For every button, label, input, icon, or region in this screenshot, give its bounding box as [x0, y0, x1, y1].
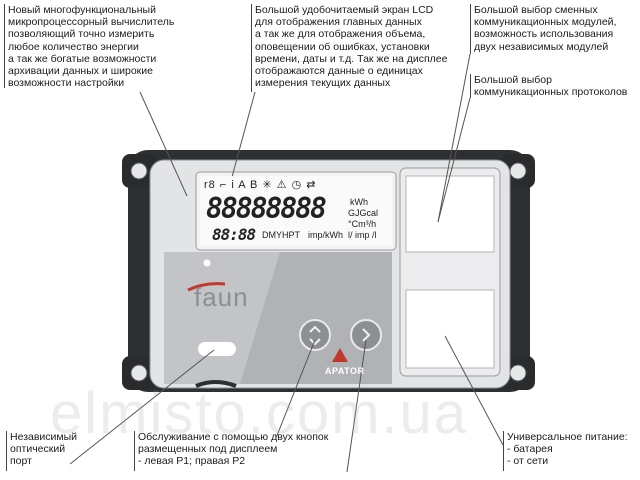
annotation-bar — [251, 4, 252, 92]
annotation-bar — [6, 431, 7, 471]
annotation-bar — [4, 4, 5, 88]
button-p2[interactable] — [350, 319, 382, 351]
apator-logo-icon — [332, 348, 348, 362]
up-down-arrows-icon — [309, 325, 321, 346]
leader-line — [437, 53, 471, 223]
housing-latch — [195, 380, 237, 388]
lcd-imp-l: l/ imp /l — [348, 230, 377, 240]
module-slot-1 — [405, 175, 495, 253]
lcd-display: r8 ⌐ i A B ✳ ⚠ ◷ ⇄ 88888888 kWh GJGcal °… — [200, 176, 392, 246]
leader-line — [69, 349, 215, 465]
annotation-buttons: Обслуживание с помощью двух кнопок разме… — [138, 431, 329, 468]
annotation-bar — [503, 431, 504, 471]
lcd-status-icons: r8 ⌐ i A B ✳ ⚠ ◷ ⇄ — [204, 179, 317, 191]
lcd-main-digits: 88888888 — [206, 192, 327, 225]
lcd-unit-temp-flow: °Cm³/h — [348, 219, 377, 229]
lcd-unit-kwh: kWh — [350, 197, 368, 207]
annotation-bar — [134, 431, 135, 471]
annotation-lcd: Большой удобочитаемый экран LCD для отоб… — [255, 4, 448, 90]
screw-hole-top-right — [509, 162, 527, 180]
lcd-date-label: DMYHPT — [262, 230, 300, 240]
annotation-protocols: Большой выбор коммуникационных протоколо… — [474, 74, 628, 99]
screw-hole-top-left — [130, 162, 148, 180]
lcd-unit-gj: GJGcal — [348, 208, 379, 218]
leader-line — [437, 97, 471, 223]
brand-logo-swoosh — [187, 282, 226, 292]
watermark: elmisto.com.ua — [50, 381, 469, 446]
brand-logo: faun — [194, 282, 249, 312]
annotation-modules: Большой выбор сменных коммуникационных м… — [474, 4, 617, 53]
annotation-calculator: Новый многофункциональный микропроцессор… — [8, 4, 175, 90]
lcd-imp-kwh: imp/kWh — [308, 230, 344, 240]
lcd-time-digits: 88:88 — [212, 225, 256, 244]
screw-hole-bottom-left — [130, 364, 148, 382]
optical-port — [198, 342, 236, 356]
annotation-optical-port: Независимый оптический порт — [10, 431, 78, 468]
maker-label: APATOR — [325, 366, 365, 376]
brand-panel-shade — [240, 252, 392, 384]
status-led — [203, 259, 211, 267]
button-p1[interactable] — [299, 319, 331, 351]
leader-line — [346, 339, 367, 473]
chevron-right-icon — [362, 328, 371, 342]
leader-line — [139, 91, 188, 197]
leader-line — [228, 91, 256, 189]
module-slot-2 — [405, 289, 495, 369]
annotation-bar — [470, 74, 471, 98]
screw-hole-bottom-right — [509, 364, 527, 382]
annotation-bar — [470, 4, 471, 54]
leader-line — [444, 335, 504, 446]
annotation-power: Универсальное питание: - батарея - от се… — [507, 431, 628, 468]
leader-line — [275, 339, 316, 439]
